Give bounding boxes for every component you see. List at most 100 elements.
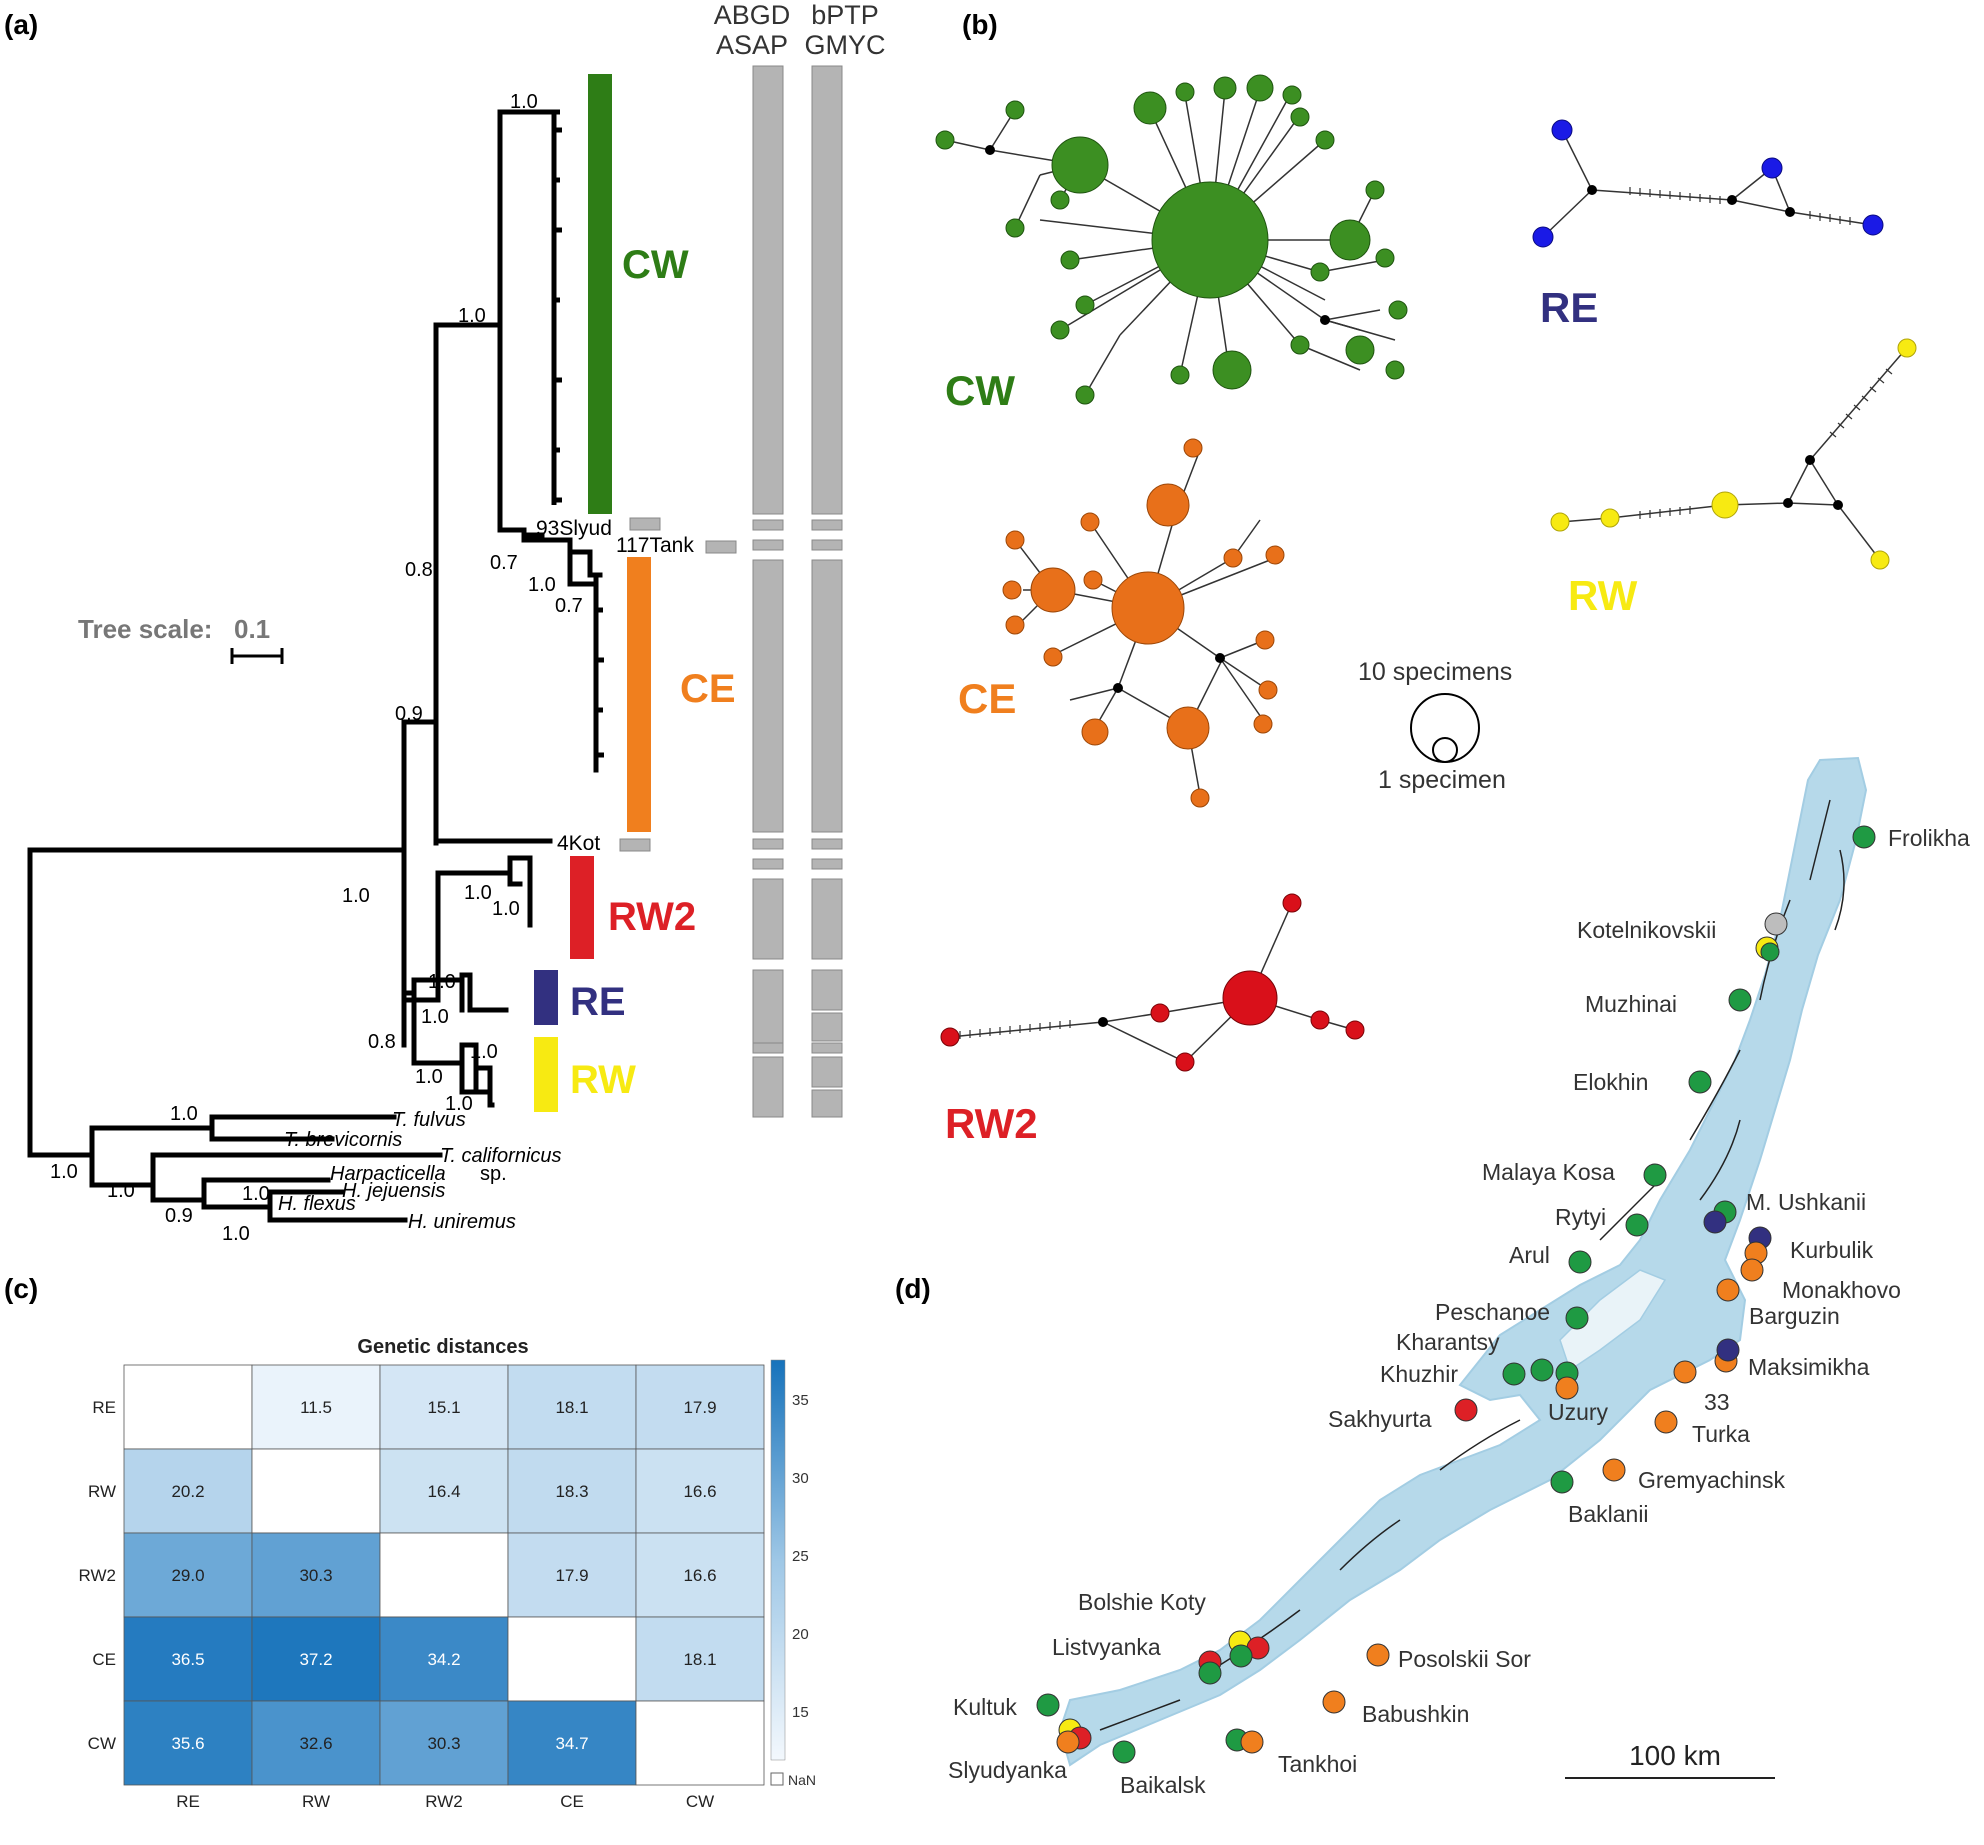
site-label: Posolskii Sor: [1398, 1646, 1531, 1672]
outgroup-label: H. jejuensis: [342, 1180, 445, 1202]
tip-bar: [705, 540, 737, 554]
heatmap-cell: [635, 1532, 765, 1618]
heatmap-row-label: CE: [92, 1650, 116, 1669]
tree-scale-bar: [230, 648, 284, 664]
outgroup-label: T. brevicornis: [284, 1129, 402, 1151]
heatmap-value: 16.6: [683, 1482, 716, 1501]
support-value: 1.0: [170, 1103, 198, 1125]
heatmap-cell: [123, 1532, 253, 1618]
site-label: Tankhoi: [1278, 1751, 1357, 1777]
heatmap-value: 35.6: [171, 1734, 204, 1753]
network-label-rw2: RW2: [945, 1100, 1038, 1147]
support-value: 0.8: [405, 559, 433, 581]
site-label: Monakhovo: [1782, 1277, 1901, 1303]
abgd-block: [752, 519, 784, 531]
heatmap-cell: [251, 1616, 381, 1702]
bptp-block-rw2: [811, 878, 843, 960]
heatmap-cell: [123, 1700, 253, 1786]
support-value: 1.0: [470, 1041, 498, 1063]
site-label: Baklanii: [1568, 1501, 1649, 1527]
heatmap-col-label: RE: [176, 1792, 200, 1811]
heatmap-cell: [379, 1616, 509, 1702]
bptp-block: [811, 1042, 843, 1054]
bptp-block: [811, 1012, 843, 1042]
map-site-labels: Frolikha Kotelnikovskii Muzhinai Elokhin…: [948, 825, 1970, 1798]
outgroup-label: Harpacticella: [330, 1163, 446, 1185]
outgroup-labels: T. fulvus T. brevicornis T. californicus…: [278, 1109, 562, 1233]
bptp-block: [811, 858, 843, 870]
nan-swatch: [770, 1772, 784, 1786]
bptp-block: [811, 1089, 843, 1118]
mutation-ticks: [1639, 368, 1893, 519]
heatmap-cell: [123, 1364, 253, 1450]
current-arrows: [1099, 799, 1845, 1731]
support-value: 1.0: [510, 91, 538, 113]
abgd-block: [752, 838, 784, 850]
clade-bar-rw: [534, 1037, 558, 1112]
site-label: Slyudyanka: [948, 1757, 1067, 1783]
support-value: 0.9: [165, 1205, 193, 1227]
site-label: Elokhin: [1573, 1069, 1648, 1095]
heatmap-col-label: CW: [686, 1792, 714, 1811]
site-label: Malaya Kosa: [1482, 1159, 1615, 1185]
tip-label: 93Slyud: [536, 517, 612, 540]
clade-labels: CW CE RW2 RE RW: [570, 243, 736, 1102]
abgd-block-rw2: [752, 878, 784, 960]
support-value: 1.0: [428, 971, 456, 993]
heatmap-value: 32.6: [299, 1734, 332, 1753]
support-value: 1.0: [445, 1093, 473, 1115]
panel-b-label: (b): [962, 9, 998, 40]
heatmap-cell: [251, 1700, 381, 1786]
heatmap-value: 29.0: [171, 1566, 204, 1585]
network-rw2: RW2: [940, 893, 1365, 1147]
heatmap-cell: [379, 1364, 509, 1450]
heatmap-value: 30.3: [427, 1734, 460, 1753]
support-value: 1.0: [242, 1183, 270, 1205]
heatmap-cell: [507, 1364, 637, 1450]
support-value: 1.0: [528, 574, 556, 596]
heatmap-cell: [251, 1448, 381, 1534]
heatmap-value: 34.7: [555, 1734, 588, 1753]
method-header: ASAP: [716, 30, 788, 60]
abgd-block: [752, 1042, 784, 1054]
support-value: 0.7: [555, 595, 583, 617]
tree-branches: [27, 109, 603, 1223]
site-label: Muzhinai: [1585, 991, 1677, 1017]
heatmap-value: 18.1: [683, 1650, 716, 1669]
panel-a-phylogeny: (a) Tree scale: 0.1: [4, 0, 886, 1245]
clade-label: RW2: [608, 895, 696, 939]
support-value: 1.0: [464, 882, 492, 904]
heatmap-col-label: RW: [302, 1792, 330, 1811]
bptp-block: [811, 838, 843, 850]
heatmap-cell: [379, 1448, 509, 1534]
panel-a-label: (a): [4, 9, 38, 40]
site-label: Peschanoe: [1435, 1299, 1550, 1325]
heatmap-value: 30.3: [299, 1566, 332, 1585]
network-ce: CE: [958, 438, 1285, 808]
heatmap-value: 15.1: [427, 1398, 460, 1417]
clade-bar-cw: [588, 74, 612, 514]
colorbar-ticks: 35 30 25 20 15: [792, 1392, 809, 1721]
site-label: Frolikha: [1888, 825, 1970, 851]
heatmap-col-label: RW2: [425, 1792, 462, 1811]
network-label-re: RE: [1540, 284, 1598, 331]
site-label: Khuzhir: [1380, 1361, 1458, 1387]
legend-circle-small: [1432, 737, 1458, 763]
heatmap-value: 17.9: [683, 1398, 716, 1417]
site-label: Listvyanka: [1052, 1634, 1161, 1660]
heatmap-value: 18.1: [555, 1398, 588, 1417]
bptp-block: [811, 539, 843, 551]
site-label: Turka: [1692, 1421, 1750, 1447]
support-value: 1.0: [492, 898, 520, 920]
heatmap-row-label: RE: [92, 1398, 116, 1417]
clade-bar-ce: [627, 557, 651, 832]
panel-d-map: (d): [895, 756, 1970, 1798]
support-value: 0.7: [490, 552, 518, 574]
support-value: 1.0: [50, 1161, 78, 1183]
tip-labels: 93Slyud 117Tank 4Kot: [536, 517, 694, 855]
tree-scale-label: Tree scale:: [78, 614, 212, 644]
bptp-block: [811, 1056, 843, 1088]
heatmap-cell: [507, 1616, 637, 1702]
bptp-block-cw: [811, 65, 843, 515]
